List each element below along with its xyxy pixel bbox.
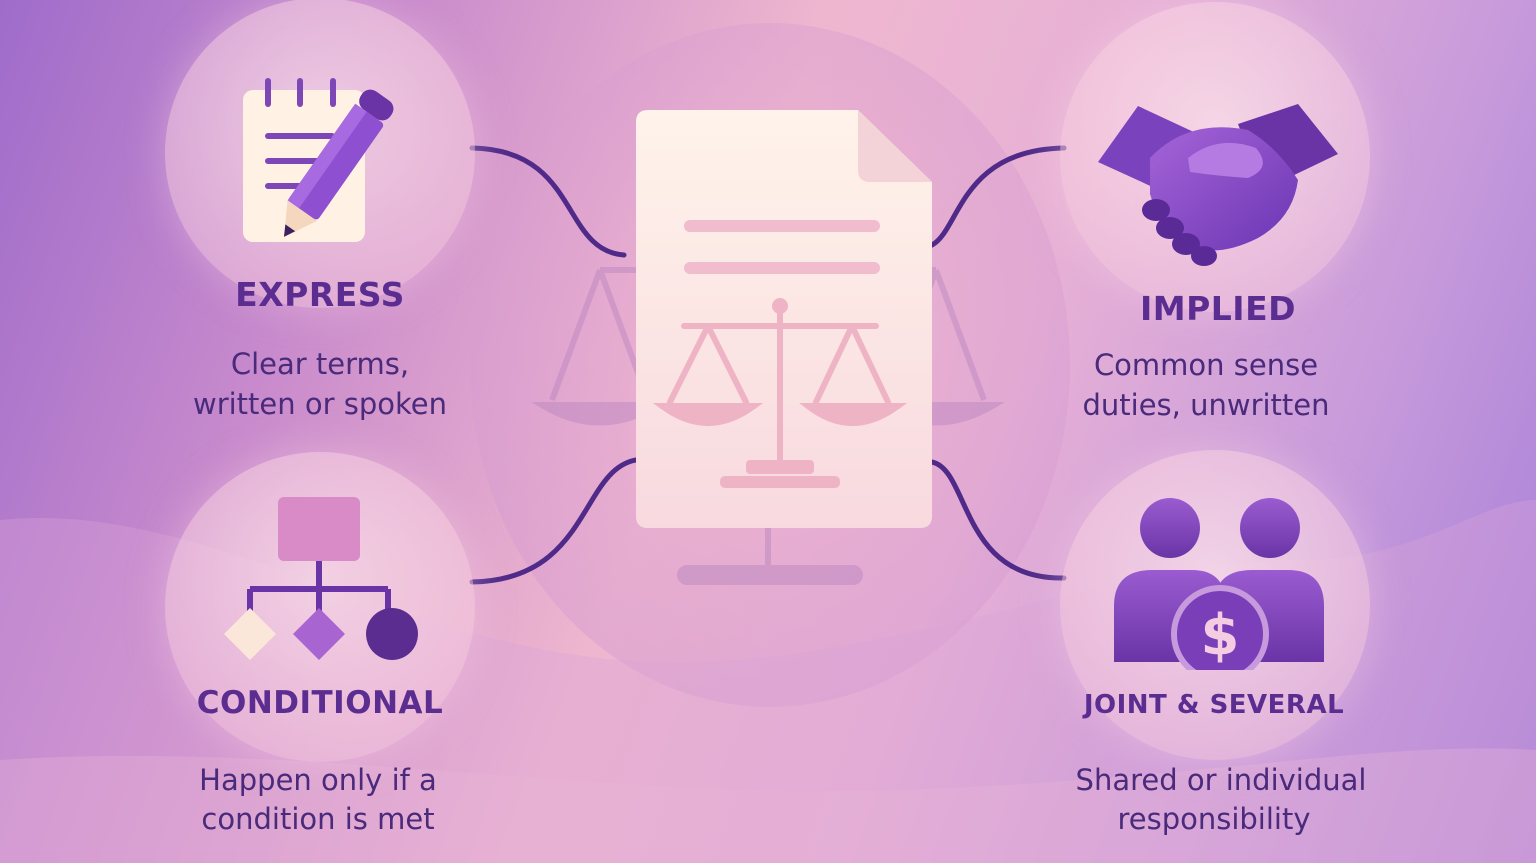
bottom-wave-2 (0, 748, 1536, 863)
connector-implied (929, 145, 1067, 248)
implied-title: IMPLIED (1139, 289, 1297, 328)
joint-several-desc-line1: Shared or individual (1075, 763, 1367, 797)
joint-several-title: JOINT & SEVERAL (1083, 690, 1345, 720)
conditional-desc-line2: condition is met (201, 802, 435, 836)
notepad-pencil-icon (243, 78, 394, 242)
express-desc-line2: written or spoken (192, 387, 447, 421)
connector-joint (929, 459, 1067, 581)
implied-desc-line2: duties, unwritten (1082, 388, 1330, 422)
joint-several-desc-line2: responsibility (1117, 802, 1311, 836)
express-desc-line1: Clear terms, (230, 347, 410, 381)
conditional-desc-line1: Happen only if a (199, 763, 437, 797)
connector-conditional (469, 457, 639, 585)
connector-lines (469, 145, 1067, 585)
connector-express (469, 145, 627, 258)
svg-text:$: $ (1201, 603, 1240, 668)
handshake-icon (1098, 104, 1338, 266)
conditional-title: CONDITIONAL (196, 685, 444, 721)
document-icon (636, 110, 932, 528)
scales-of-justice-icon (652, 298, 908, 488)
flowchart-icon (224, 497, 418, 660)
express-title: EXPRESS (235, 275, 405, 314)
implied-desc-line1: Common sense (1093, 348, 1319, 382)
people-dollar-icon: $ (1114, 498, 1324, 670)
